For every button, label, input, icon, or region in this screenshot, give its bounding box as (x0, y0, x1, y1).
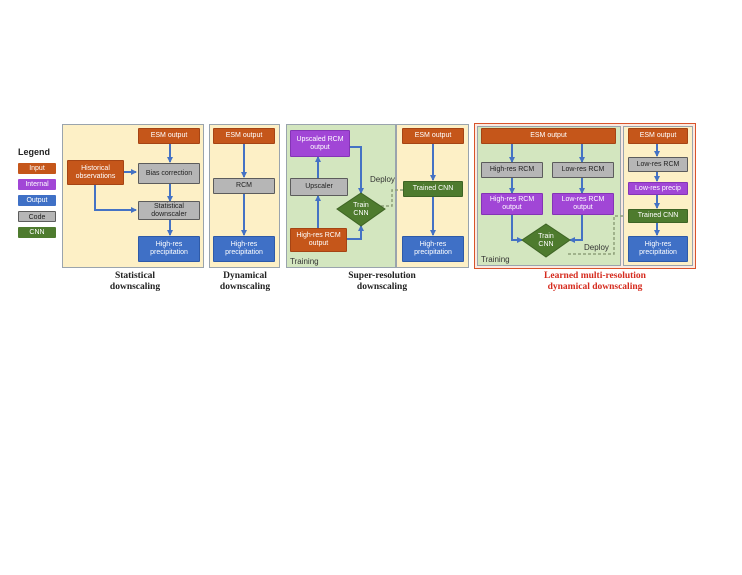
sr-trained-cnn: Trained CNN (403, 181, 463, 197)
caption-statistical-line1: Statistical (114, 271, 156, 281)
sr-deploy-label: Deploy (370, 175, 395, 184)
lm-train-cnn-label: Train CNN (538, 233, 554, 248)
stat-output: High-res precipitation (138, 236, 200, 262)
caption-statistical: Statistical downscaling (90, 271, 180, 293)
lm-highres-rcm: High-res RCM (481, 162, 543, 178)
caption-learned-line1: Learned multi-resolution (544, 271, 646, 281)
lm-lowres-precip: Low-res precip (628, 182, 688, 195)
lm-trained-cnn: Trained CNN (628, 209, 688, 223)
stat-historical-observations: Historical observations (67, 160, 124, 185)
sr-training-label: Training (290, 257, 319, 266)
legend-code: Code (18, 211, 56, 222)
caption-superres: Super-resolution downscaling (327, 271, 437, 293)
legend-title: Legend (18, 147, 51, 157)
legend-input: Input (18, 163, 56, 174)
stat-bias-correction: Bias correction (138, 163, 200, 184)
sr-upscaler: Upscaler (290, 178, 348, 196)
sr-output: High-res precipitation (402, 236, 464, 262)
lm-training-label: Training (481, 255, 510, 264)
caption-dynamical-line2: downscaling (219, 282, 271, 292)
lm-deploy-label: Deploy (584, 243, 609, 252)
caption-learned: Learned multi-resolution dynamical downs… (515, 271, 675, 293)
lm-lowres-rcm-right: Low-res RCM (628, 157, 688, 172)
dyn-esm-output: ESM output (213, 128, 275, 144)
sr-highres-rcm-output: High-res RCM output (290, 228, 347, 252)
lm-esm-output: ESM output (628, 128, 688, 144)
legend-internal: Internal (18, 179, 56, 190)
dyn-output: High-res precipitation (213, 236, 275, 262)
caption-dynamical-line1: Dynamical (223, 271, 267, 281)
sr-train-cnn-label: Train CNN (353, 202, 369, 217)
caption-superres-line2: downscaling (356, 282, 408, 292)
lm-esm-output-wide: ESM output (481, 128, 616, 144)
sr-esm-output: ESM output (402, 128, 464, 144)
caption-statistical-line2: downscaling (109, 282, 161, 292)
lm-lowres-rcm: Low-res RCM (552, 162, 614, 178)
legend-cnn: CNN (18, 227, 56, 238)
caption-learned-line2: dynamical downscaling (547, 282, 643, 292)
stat-downscaler: Statistical downscaler (138, 201, 200, 220)
stat-esm-output: ESM output (138, 128, 200, 144)
dyn-rcm: RCM (213, 178, 275, 194)
lm-output: High-res precipitation (628, 236, 688, 262)
lm-highres-rcm-output: High-res RCM output (481, 193, 543, 215)
caption-superres-line1: Super-resolution (348, 271, 416, 281)
legend-output: Output (18, 195, 56, 206)
sr-upscaled-rcm-output: Upscaled RCM output (290, 130, 350, 157)
caption-dynamical: Dynamical downscaling (200, 271, 290, 293)
lm-lowres-rcm-output: Low-res RCM output (552, 193, 614, 215)
